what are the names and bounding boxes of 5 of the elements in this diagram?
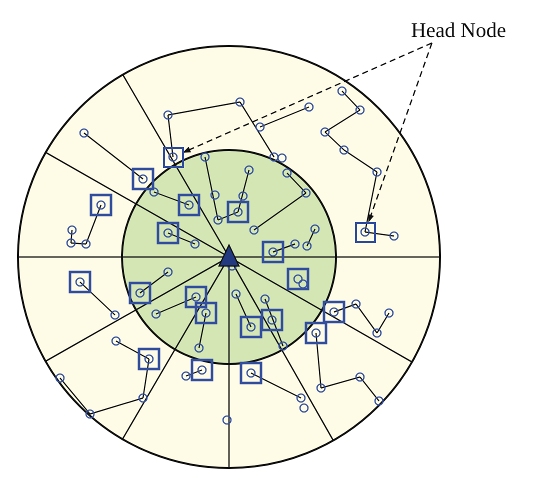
leader-arrow bbox=[368, 42, 433, 222]
leader-arrow bbox=[182, 42, 432, 153]
head-node-square bbox=[162, 146, 184, 168]
callout-label: Head Node bbox=[411, 18, 506, 43]
head-node-square bbox=[354, 222, 376, 242]
